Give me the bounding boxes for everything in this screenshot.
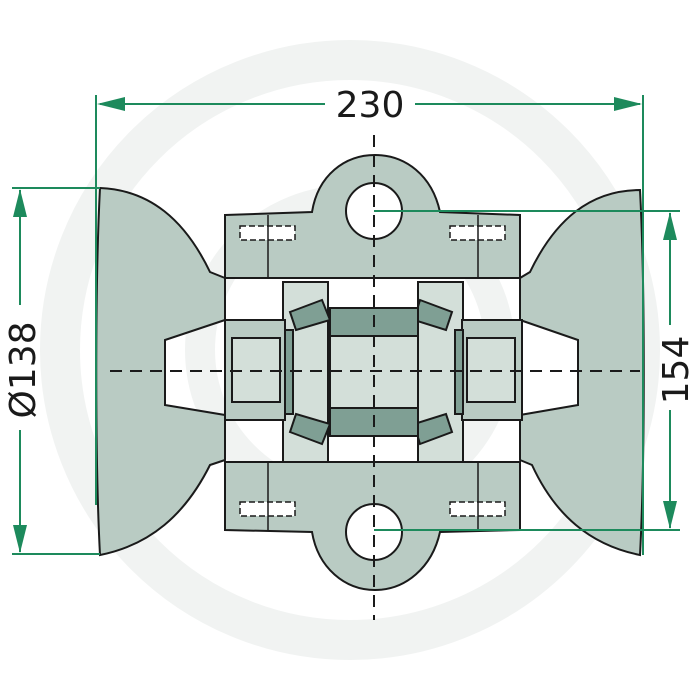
- bottom-yoke: [224, 461, 521, 592]
- bottom-eye-hole: [345, 503, 403, 561]
- width-arrow-left: [97, 97, 125, 111]
- height-label: 154: [656, 336, 697, 405]
- diameter-arrow-top: [13, 189, 27, 217]
- width-label: 230: [336, 85, 405, 126]
- top-yoke: [224, 153, 521, 279]
- diameter-dimension: Ø138: [3, 187, 100, 555]
- right-wing: [519, 188, 645, 557]
- width-arrow-right: [614, 97, 642, 111]
- height-arrow-bottom: [663, 501, 677, 529]
- center-lines: [110, 135, 640, 620]
- height-dimension: 154: [374, 210, 697, 531]
- diameter-arrow-bottom: [13, 525, 27, 553]
- width-dimension: 230: [95, 85, 644, 555]
- diameter-label: Ø138: [3, 321, 44, 418]
- height-arrow-top: [663, 212, 677, 240]
